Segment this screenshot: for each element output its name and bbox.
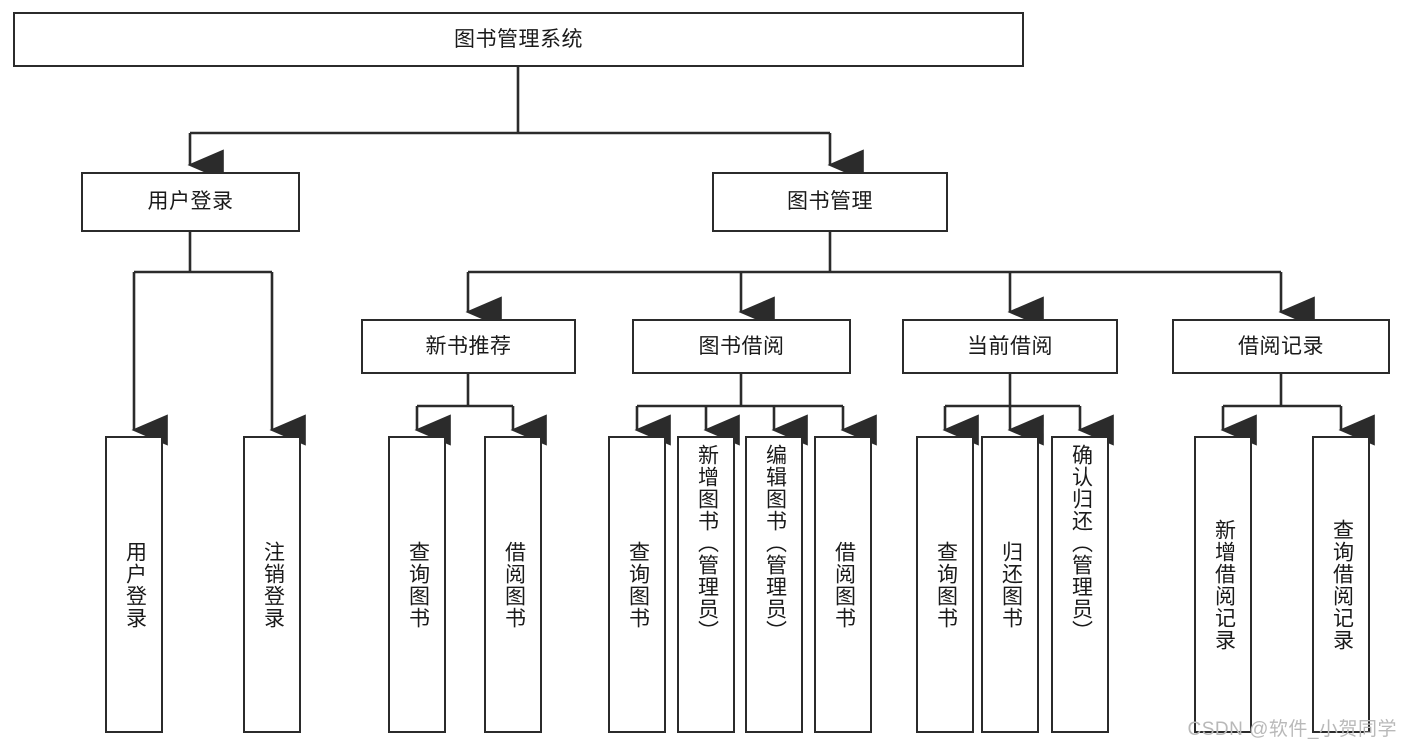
watermark-text: CSDN @软件_小贺同学 <box>1187 719 1397 740</box>
node-current-borrow-label: 当前借阅 <box>967 334 1053 358</box>
node-new-book-rec-label: 新书推荐 <box>425 334 512 358</box>
node-leaf-user-logout-label: 注销登录 <box>261 540 285 629</box>
node-leaf-cur-query-label: 查询图书 <box>934 540 958 629</box>
node-leaf-borrow-add[interactable]: 新增图书（管理员） <box>677 436 735 733</box>
node-leaf-borrow-query[interactable]: 查询图书 <box>608 436 666 733</box>
node-leaf-borrow-edit[interactable]: 编辑图书（管理员） <box>745 436 803 733</box>
node-leaf-cur-query[interactable]: 查询图书 <box>916 436 974 733</box>
node-leaf-rec-query2[interactable]: 查询借阅记录 <box>1312 436 1370 733</box>
node-root-label: 图书管理系统 <box>454 27 583 51</box>
node-leaf-rec-query2-label: 查询借阅记录 <box>1330 518 1354 651</box>
node-leaf-user-login[interactable]: 用户登录 <box>105 436 163 733</box>
node-leaf-cur-confirm[interactable]: 确认归还（管理员） <box>1051 436 1109 733</box>
node-leaf-rec-query-label: 查询图书 <box>406 540 430 629</box>
node-leaf-cur-return-label: 归还图书 <box>999 540 1023 629</box>
node-leaf-borrow-query-label: 查询图书 <box>626 540 650 629</box>
node-borrow-record-label: 借阅记录 <box>1238 334 1324 358</box>
node-current-borrow[interactable]: 当前借阅 <box>902 319 1118 374</box>
node-leaf-cur-confirm-label: 确认归还（管理员） <box>1069 444 1093 642</box>
node-user-login[interactable]: 用户登录 <box>81 172 300 232</box>
node-leaf-cur-return[interactable]: 归还图书 <box>981 436 1039 733</box>
node-book-borrow-label: 图书借阅 <box>698 334 785 358</box>
node-new-book-rec[interactable]: 新书推荐 <box>361 319 576 374</box>
node-leaf-user-logout[interactable]: 注销登录 <box>243 436 301 733</box>
node-leaf-rec-borrow[interactable]: 借阅图书 <box>484 436 542 733</box>
node-root[interactable]: 图书管理系统 <box>13 12 1024 67</box>
node-leaf-user-login-label: 用户登录 <box>123 540 147 629</box>
node-borrow-record[interactable]: 借阅记录 <box>1172 319 1390 374</box>
node-book-borrow[interactable]: 图书借阅 <box>632 319 851 374</box>
node-leaf-rec-add-label: 新增借阅记录 <box>1212 518 1236 651</box>
node-leaf-borrow-lend-label: 借阅图书 <box>832 540 856 629</box>
node-leaf-borrow-edit-label: 编辑图书（管理员） <box>763 444 787 642</box>
node-book-manage[interactable]: 图书管理 <box>712 172 948 232</box>
node-leaf-rec-query[interactable]: 查询图书 <box>388 436 446 733</box>
node-user-login-label: 用户登录 <box>147 190 234 214</box>
node-leaf-rec-add[interactable]: 新增借阅记录 <box>1194 436 1252 733</box>
node-leaf-rec-borrow-label: 借阅图书 <box>502 540 526 629</box>
node-leaf-borrow-lend[interactable]: 借阅图书 <box>814 436 872 733</box>
node-leaf-borrow-add-label: 新增图书（管理员） <box>695 444 719 642</box>
node-book-manage-label: 图书管理 <box>787 190 873 214</box>
